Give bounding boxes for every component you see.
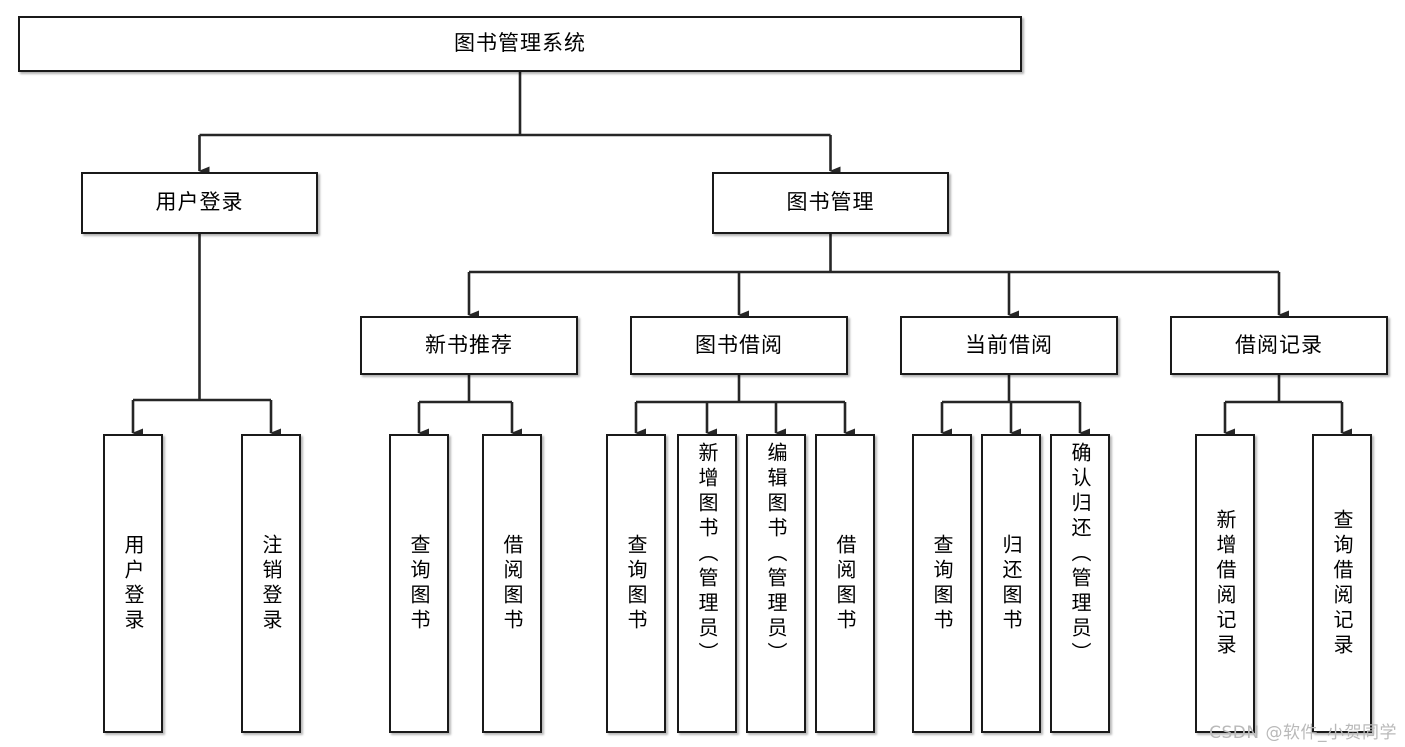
- leaf-node-leaf-record-query[interactable]: 查询借阅记录: [1312, 434, 1372, 733]
- leaf-node-leaf-borrow-add-book[interactable]: 新增图书（管理员）: [677, 434, 737, 733]
- node-label: 查询图书: [930, 533, 954, 634]
- leaf-node-leaf-user-logout[interactable]: 注销登录: [241, 434, 301, 733]
- leaf-node-leaf-current-return-book[interactable]: 归还图书: [981, 434, 1041, 733]
- level1-node-user-login[interactable]: 用户登录: [81, 172, 318, 234]
- level2-node-book-borrow[interactable]: 图书借阅: [630, 316, 848, 375]
- leaf-node-leaf-borrow-edit-book[interactable]: 编辑图书（管理员）: [746, 434, 806, 733]
- node-label: 查询图书: [407, 533, 431, 634]
- node-label: 查询图书: [624, 533, 648, 634]
- node-label: 编辑图书（管理员）: [764, 442, 788, 667]
- leaf-node-leaf-current-query-book[interactable]: 查询图书: [912, 434, 972, 733]
- leaf-node-leaf-record-add[interactable]: 新增借阅记录: [1195, 434, 1255, 733]
- leaf-node-leaf-borrow-borrow-book[interactable]: 借阅图书: [815, 434, 875, 733]
- node-label: 新增借阅记录: [1213, 508, 1237, 659]
- node-label: 图书管理: [786, 190, 875, 215]
- node-label: 新书推荐: [425, 332, 513, 357]
- edges-group: [131, 72, 1352, 438]
- node-label: 注销登录: [259, 533, 283, 634]
- node-label: 查询借阅记录: [1330, 508, 1354, 659]
- leaf-node-leaf-current-confirm-return[interactable]: 确认归还（管理员）: [1050, 434, 1110, 733]
- node-label: 用户登录: [155, 190, 244, 215]
- node-label: 借阅图书: [833, 533, 857, 634]
- node-label: 图书借阅: [695, 332, 783, 357]
- level2-node-current-borrow[interactable]: 当前借阅: [900, 316, 1118, 375]
- node-label: 用户登录: [121, 533, 145, 634]
- level2-node-borrow-record[interactable]: 借阅记录: [1170, 316, 1388, 375]
- leaf-node-leaf-borrow-query-book[interactable]: 查询图书: [606, 434, 666, 733]
- node-label: 归还图书: [999, 533, 1023, 634]
- leaf-node-leaf-rec-borrow-book[interactable]: 借阅图书: [482, 434, 542, 733]
- node-label: 借阅记录: [1235, 332, 1323, 357]
- root-node-root[interactable]: 图书管理系统: [18, 16, 1022, 72]
- node-label: 新增图书（管理员）: [695, 442, 719, 667]
- node-label: 确认归还（管理员）: [1068, 442, 1092, 667]
- node-label: 图书管理系统: [454, 31, 586, 56]
- leaf-node-leaf-user-login[interactable]: 用户登录: [103, 434, 163, 733]
- level2-node-new-book-recommend[interactable]: 新书推荐: [360, 316, 578, 375]
- level1-node-book-manage[interactable]: 图书管理: [712, 172, 949, 234]
- node-label: 借阅图书: [500, 533, 524, 634]
- node-label: 当前借阅: [965, 332, 1053, 357]
- leaf-node-leaf-rec-query-book[interactable]: 查询图书: [389, 434, 449, 733]
- csdn-watermark: CSDN @软件_小贺同学: [1209, 723, 1397, 743]
